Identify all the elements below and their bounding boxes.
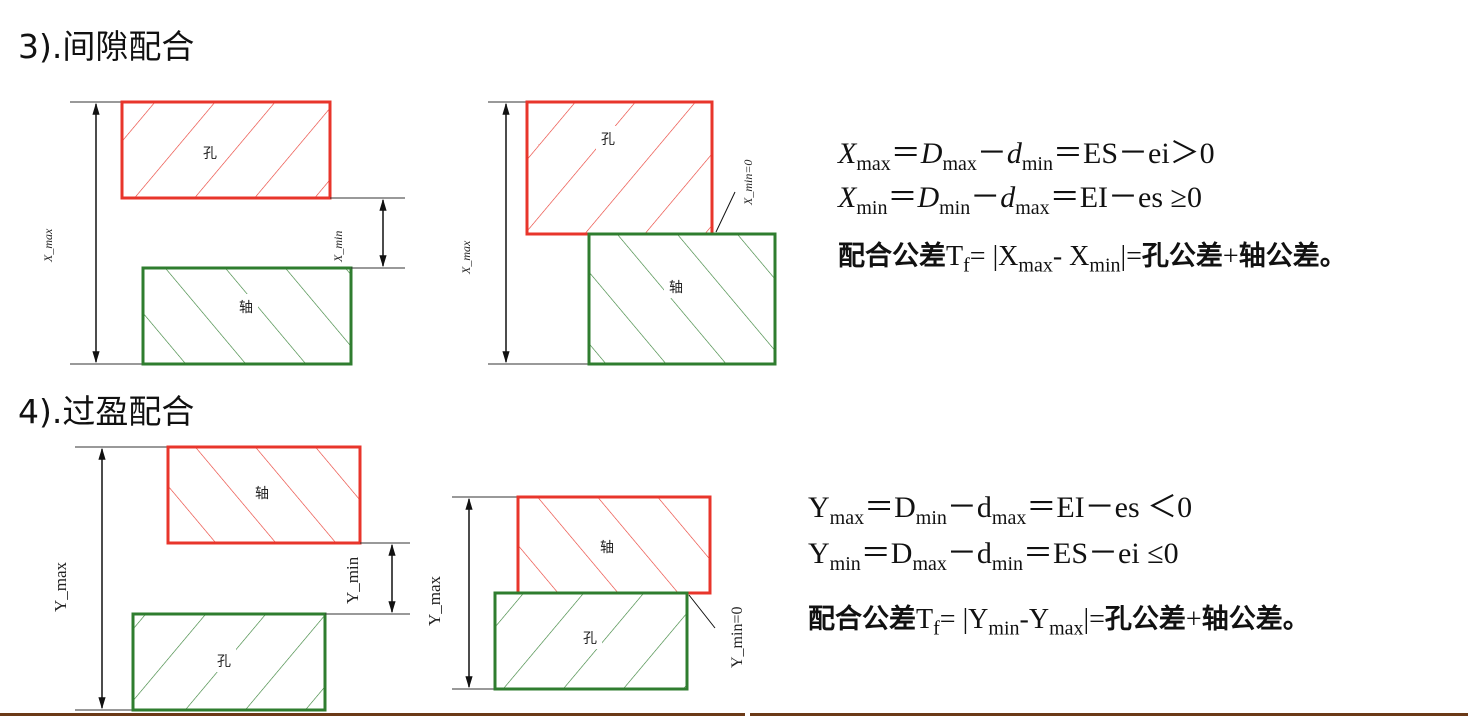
interference-fit-title: 4).过盈配合 (18, 392, 195, 431)
shaft-label: 轴 (239, 300, 253, 316)
footer-bar-left (0, 713, 745, 716)
clearance-diagram-right: 孔 轴 X_max X_min=0 (459, 100, 777, 366)
hole-rect (120, 100, 332, 200)
y-min-label: Y_min (343, 556, 362, 604)
shaft-label: 轴 (669, 280, 683, 296)
interference-diagram-left: 轴 孔 Y_max Y_min (51, 445, 410, 712)
hole-rect (131, 612, 327, 712)
interference-formula-ymin: Ymin＝Dmax－dmin＝ES－ei ≤0 (808, 537, 1179, 575)
y-max-label: Y_max (425, 575, 444, 626)
hole-label: 孔 (217, 654, 231, 670)
clearance-formula-xmax: Xmax＝Dmax－dmin＝ES－ei＞0 (838, 137, 1215, 175)
x-max-label: X_max (41, 228, 55, 263)
clearance-formula-xmin: Xmin＝Dmin－dmax＝EI－es ≥0 (838, 181, 1202, 219)
y-min-zero-label: Y_min=0 (729, 607, 746, 668)
clearance-fit-title: 3).间隙配合 (18, 27, 195, 66)
x-min-label: X_min (331, 231, 345, 263)
y-max-label: Y_max (51, 561, 70, 612)
x-min-zero-label: X_min=0 (741, 160, 755, 206)
x-max-label: X_max (459, 240, 473, 275)
hole-label: 孔 (601, 132, 615, 148)
shaft-rect (587, 232, 777, 366)
shaft-label: 轴 (600, 540, 614, 556)
hole-label: 孔 (583, 631, 597, 647)
interference-fit-tolerance: 配合公差Tf= |Ymin-Ymax|=孔公差+轴公差。 (808, 604, 1310, 640)
clearance-fit-tolerance: 配合公差Tf= |Xmax- Xmin|=孔公差+轴公差。 (838, 241, 1347, 277)
clearance-diagram-left: 孔 轴 X_max X_min (41, 100, 405, 366)
interference-formula-ymax: Ymax＝Dmin－dmax＝EI－es ＜0 (808, 491, 1193, 529)
hole-rect (525, 100, 714, 236)
footer-bar-right (750, 713, 1468, 716)
shaft-label: 轴 (255, 486, 269, 502)
interference-diagram-right: 轴 孔 Y_max Y_min=0 (425, 495, 746, 691)
hole-label: 孔 (203, 146, 217, 162)
